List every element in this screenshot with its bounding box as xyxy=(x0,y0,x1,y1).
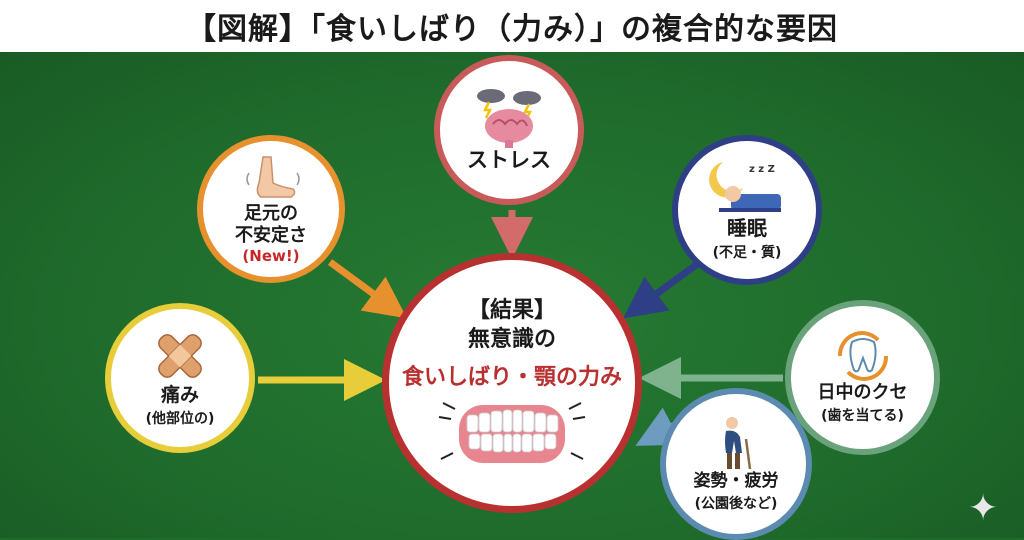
stress-label: ストレス xyxy=(467,148,551,173)
result-line1: 無意識の xyxy=(467,327,556,352)
result-heading: 【結果】 xyxy=(467,298,556,324)
factor-daytime-habit: 日中のクセ (歯を当てる) xyxy=(785,300,940,455)
result-main: 食いしばり・顎の力み xyxy=(401,364,622,390)
pain-label: 痛み xyxy=(160,383,199,406)
title-bar: 【図解】「食いしばり（力み）」の複合的な要因 xyxy=(0,0,1024,52)
factor-pain: 痛み (他部位の) xyxy=(105,303,255,453)
tooth-cycle-icon xyxy=(837,330,888,381)
result-center: 【結果】 無意識の 食いしばり・顎の力み xyxy=(382,253,642,513)
habit-sub: (歯を当てる) xyxy=(821,408,904,425)
page-title: 【図解】「食いしばり（力み）」の複合的な要因 xyxy=(186,12,838,47)
foot-icon xyxy=(246,156,300,199)
foot-label-line1: 足元の xyxy=(244,203,298,225)
foot-label-line2: 不安定さ xyxy=(235,225,307,246)
tired-person-icon xyxy=(725,416,752,469)
arrow-sleep xyxy=(623,259,703,319)
factor-sleep: z z Z 睡眠 (不足・質) xyxy=(672,135,822,285)
posture-label: 姿勢・疲労 xyxy=(693,470,779,491)
factor-foot-instability: 足元の 不安定さ (New!) xyxy=(197,135,345,283)
pain-sub: (他部位の) xyxy=(145,411,215,428)
arrow-foot xyxy=(327,259,407,319)
factor-posture-fatigue: 姿勢・疲労 (公園後など) xyxy=(660,388,812,540)
habit-label: 日中のクセ xyxy=(817,381,908,403)
posture-sub: (公園後など) xyxy=(694,496,778,513)
sparkle-icon: ✦ xyxy=(968,488,999,529)
bandage-icon xyxy=(158,333,202,378)
brain-storm-icon xyxy=(477,89,541,149)
sleep-label: 睡眠 xyxy=(727,216,767,240)
sleep-sub: (不足・質) xyxy=(712,245,782,261)
clenched-teeth-icon xyxy=(438,401,586,463)
svg-text:z z Z: z z Z xyxy=(749,164,775,175)
sleeping-moon-icon: z z Z xyxy=(709,162,781,212)
factor-stress: ストレス xyxy=(434,55,584,205)
foot-new-badge: (New!) xyxy=(242,246,300,265)
